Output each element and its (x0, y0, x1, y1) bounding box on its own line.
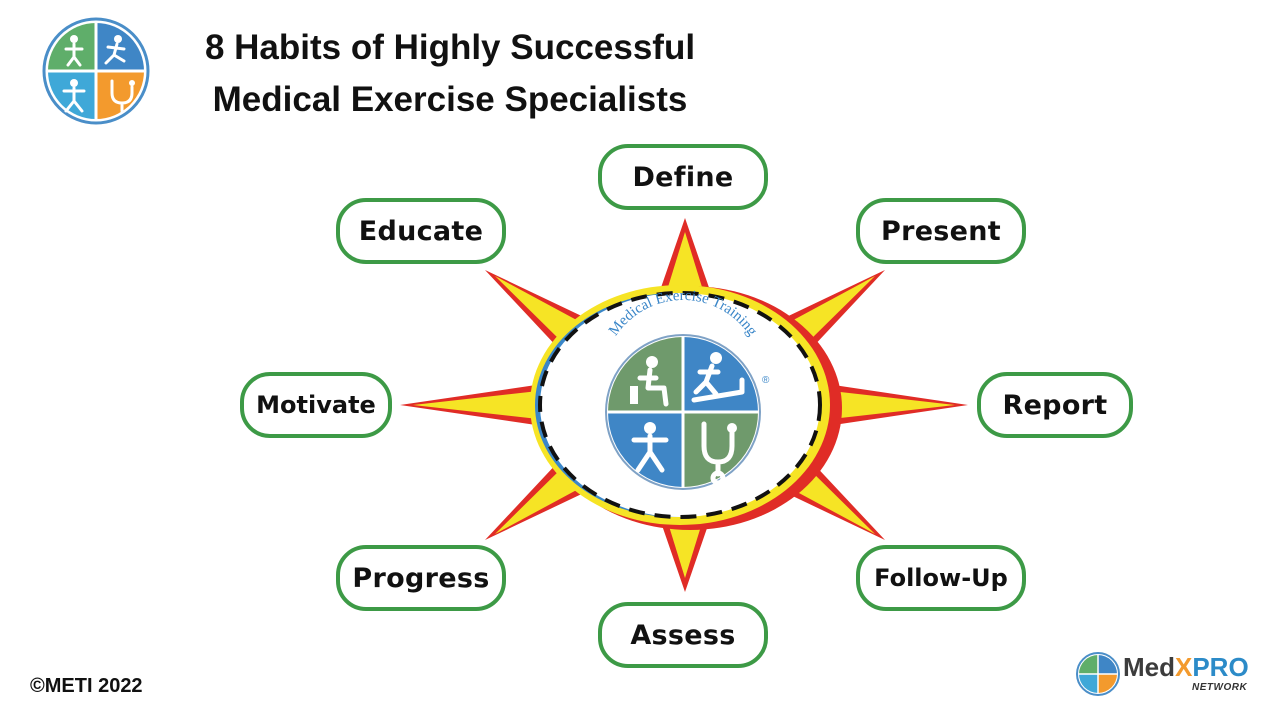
title-line-1: 8 Habits of Highly Successful (204, 28, 696, 67)
medxpro-logo-icon (1076, 652, 1120, 696)
habit-define[interactable]: Define (598, 144, 768, 210)
page-title: 8 Habits of Highly Successful Medical Ex… (150, 22, 750, 126)
center-logo (605, 334, 761, 490)
habit-motivate[interactable]: Motivate (240, 372, 392, 438)
habit-assess[interactable]: Assess (598, 602, 768, 668)
meti-logo (42, 17, 150, 125)
habit-follow-up[interactable]: Follow-Up (856, 545, 1026, 611)
copyright-notice: ©METI 2022 (30, 675, 143, 697)
brand-pro: PRO (1192, 652, 1249, 682)
brand-med: Med (1123, 652, 1175, 682)
habit-present[interactable]: Present (856, 198, 1026, 264)
habit-progress[interactable]: Progress (336, 545, 506, 611)
title-line-2: Medical Exercise Specialists (212, 80, 688, 119)
habit-educate[interactable]: Educate (336, 198, 506, 264)
brand-network: NETWORK (1192, 682, 1248, 693)
medxpro-wordmark: MedXPRO (1123, 652, 1249, 683)
habit-report[interactable]: Report (977, 372, 1133, 438)
registered-mark: ® (762, 375, 770, 386)
brand-x: X (1175, 652, 1193, 682)
